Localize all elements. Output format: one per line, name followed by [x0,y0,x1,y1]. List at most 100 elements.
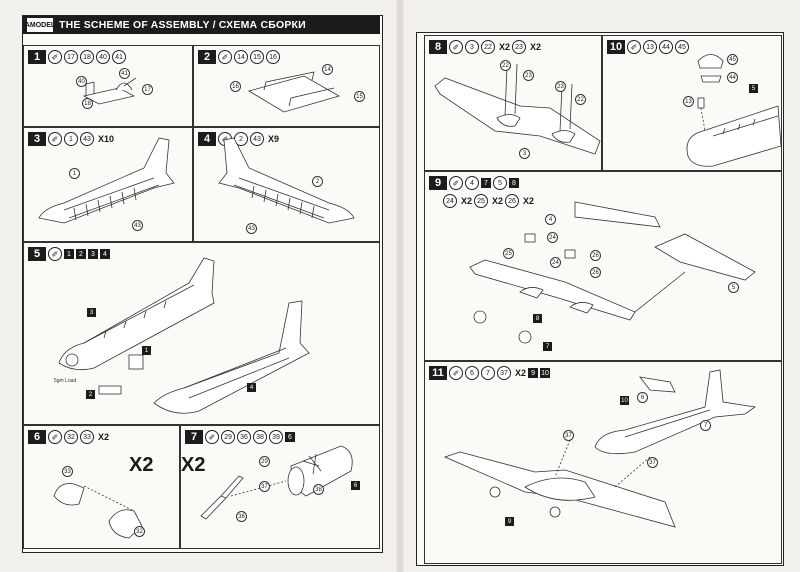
sub-assembly-ref: 4 [100,249,110,259]
callout-label: 7 [700,420,711,431]
sub-assembly-ref: 7 [481,178,491,188]
sub-assembly-ref: 1 [64,249,74,259]
callout-label: 38 [313,484,324,495]
step-1-header: 1 ✐ 17 18 40 41 [28,50,126,64]
callout-label: 5 [728,282,739,293]
part-ref: 39 [269,430,283,444]
part-ref: 3 [465,40,479,54]
part-ref: 22 [481,40,495,54]
part-ref: 26 [505,194,520,208]
glue-icon: ✐ [449,40,463,54]
callout-label: 24 [550,257,561,268]
callout-label: 22 [575,94,586,105]
part-ref: 5 [493,176,507,190]
step-number: 11 [429,366,447,380]
step-2-panel: 2 ✐ 14 15 16 14 16 15 [193,45,380,127]
callout-label: 3 [87,308,96,317]
step-number: 6 [28,430,46,444]
callout-label: 2 [86,390,95,399]
callout-label: 44 [727,72,738,83]
multiplier: X2 [98,432,110,442]
callout-label: 10 [620,396,629,405]
weight-note: 5gm Load [54,378,77,384]
callout-label: 9 [505,517,514,526]
callout-label: 3 [519,148,530,159]
step-3-header: 3 ✐ 1 43 X10 [28,132,114,146]
callout-label: 23 [523,70,534,81]
sub-assembly-ref: 9 [528,368,539,378]
step-number: 10 [607,40,625,54]
large-multiplier: X2 [181,454,206,476]
part-ref: 1 [64,132,78,146]
left-page: AMODEL THE SCHEME OF ASSEMBLY / СХЕМА СБ… [22,15,383,553]
sub-assembly-ref: 6 [285,432,295,442]
callout-label: 6 [637,392,648,403]
step-10-header: 10 ✐ 13 44 45 [607,40,689,54]
step-1-panel: 1 ✐ 17 18 40 41 41 40 17 18 [23,45,193,127]
step-11-header: 11 ✐ 6 7 37 X2 9 10 [429,366,551,380]
callout-label: 37 [563,430,574,441]
callout-label: 36 [236,511,247,522]
header-bar: AMODEL THE SCHEME OF ASSEMBLY / СХЕМА СБ… [23,16,380,34]
step-7-diagram [200,445,353,520]
sub-assembly-ref: 2 [76,249,86,259]
step-9-subheader: 24 X2 25 X2 26 X2 [443,194,534,208]
callout-label: 37 [259,481,270,492]
multiplier: X2 [461,196,473,206]
part-ref: 36 [237,430,251,444]
glue-icon: ✐ [218,50,232,64]
step-1-diagram [82,77,137,105]
step-number: 4 [198,132,216,146]
multiplier: X9 [268,134,280,144]
part-ref: 14 [234,50,248,64]
callout-label: 2 [312,176,323,187]
callout-label: 37 [647,457,658,468]
part-ref: 41 [112,50,126,64]
part-ref: 23 [512,40,527,54]
step-3-diagram [38,137,175,224]
step-2-diagram [247,71,341,113]
step-7-header: 7 ✐ 29 36 38 39 6 [185,430,295,444]
part-ref: 45 [675,40,689,54]
callout-label: 29 [259,456,270,467]
part-ref: 25 [474,194,489,208]
part-ref: 17 [64,50,78,64]
callout-label: 1 [142,346,151,355]
multiplier: X10 [98,134,115,144]
large-multiplier: X2 [129,454,154,476]
callout-label: 26 [590,267,601,278]
callout-label: 17 [142,84,153,95]
step-11-diagram [443,369,757,528]
callout-label: 13 [683,96,694,107]
step-7-panel: 7 ✐ 29 36 38 39 6 X2 29 37 38 36 6 [180,425,380,549]
part-ref: 32 [64,430,78,444]
glue-icon: ✐ [48,430,62,444]
step-8-header: 8 ✐ 3 22 X2 23 X2 [429,40,541,54]
part-ref: 15 [250,50,264,64]
step-number: 5 [28,247,46,261]
callout-label: 7 [543,342,552,351]
page-gutter [396,0,404,572]
callout-label: 41 [119,68,130,79]
callout-label: 22 [500,60,511,71]
part-ref: 18 [80,50,94,64]
callout-label: 43 [246,223,257,234]
part-ref: 38 [253,430,267,444]
step-10-panel: 10 ✐ 13 44 45 45 44 13 5 [602,35,782,171]
callout-label: 16 [230,81,241,92]
callout-label: 15 [354,91,365,102]
part-ref: 29 [221,430,235,444]
step-5-header: 5 ✐ 1 2 3 4 [28,247,110,261]
part-ref: 43 [80,132,94,146]
step-number: 1 [28,50,46,64]
callout-label: 1 [69,168,80,179]
step-number: 8 [429,40,447,54]
callout-label: 40 [76,76,87,87]
step-number: 7 [185,430,203,444]
glue-icon: ✐ [449,176,463,190]
callout-label: 23 [555,81,566,92]
callout-label: 43 [132,220,143,231]
callout-label: 4 [247,383,256,392]
multiplier: X2 [499,42,511,52]
multiplier: X2 [530,42,542,52]
